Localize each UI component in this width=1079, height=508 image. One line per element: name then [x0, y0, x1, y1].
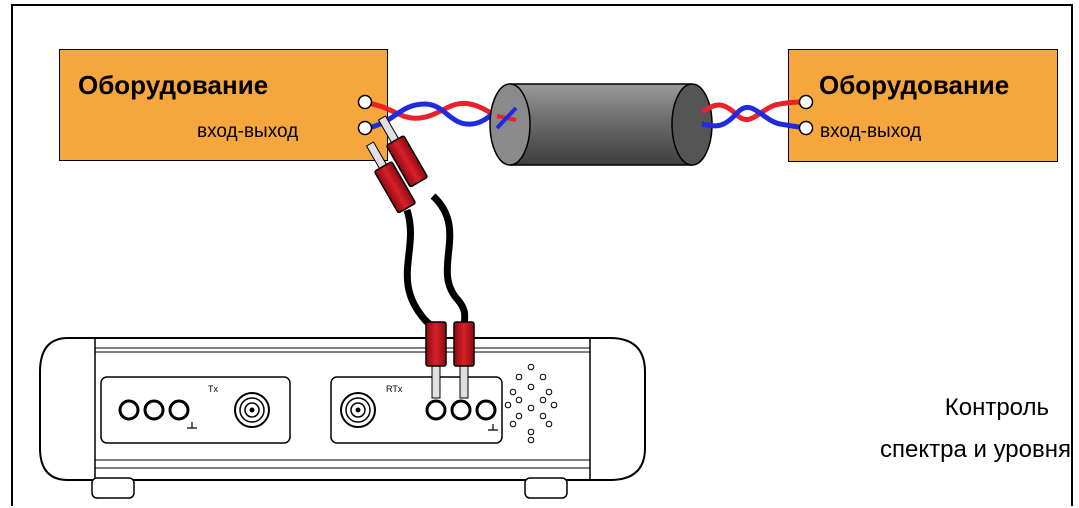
probe-upper	[377, 115, 428, 188]
terminal-left-top	[357, 94, 373, 110]
tx-panel	[100, 376, 291, 444]
twisted-pair-red-right	[700, 99, 807, 122]
equipment-left-box: Оборудование вход-выход	[59, 49, 388, 161]
tx-label: Tx	[208, 384, 218, 394]
diagram-frame	[11, 4, 1073, 506]
instrument-body	[39, 337, 646, 499]
probe-instrument-right	[453, 321, 475, 399]
probe-instrument-left	[425, 321, 447, 399]
equipment-right-title: Оборудование	[819, 70, 1010, 100]
probe-lower	[365, 141, 416, 214]
equipment-left-io-label: вход-выход	[197, 121, 299, 142]
tx-jacks	[118, 399, 197, 429]
terminal-right-top	[798, 94, 814, 110]
test-lead-right	[430, 193, 469, 331]
equipment-right-io-label: вход-выход	[820, 121, 922, 142]
rtx-label: RTx	[386, 384, 403, 394]
equipment-right-box: Оборудование вход-выход	[788, 49, 1058, 162]
rtx-bnc-connector	[340, 392, 376, 428]
terminal-left-bottom	[357, 120, 373, 136]
terminal-right-bottom	[798, 120, 814, 136]
tx-bnc-connector	[234, 392, 270, 428]
speaker-grille	[504, 363, 558, 444]
caption-line2: спектра и уровня	[880, 436, 1071, 463]
caption-line1: Контроль	[944, 394, 1049, 421]
twisted-pair-blue-right	[701, 104, 807, 131]
rtx-jacks	[425, 399, 498, 431]
cable-cylinder	[489, 83, 713, 166]
rtx-panel	[330, 376, 503, 444]
equipment-left-title: Оборудование	[78, 70, 269, 100]
